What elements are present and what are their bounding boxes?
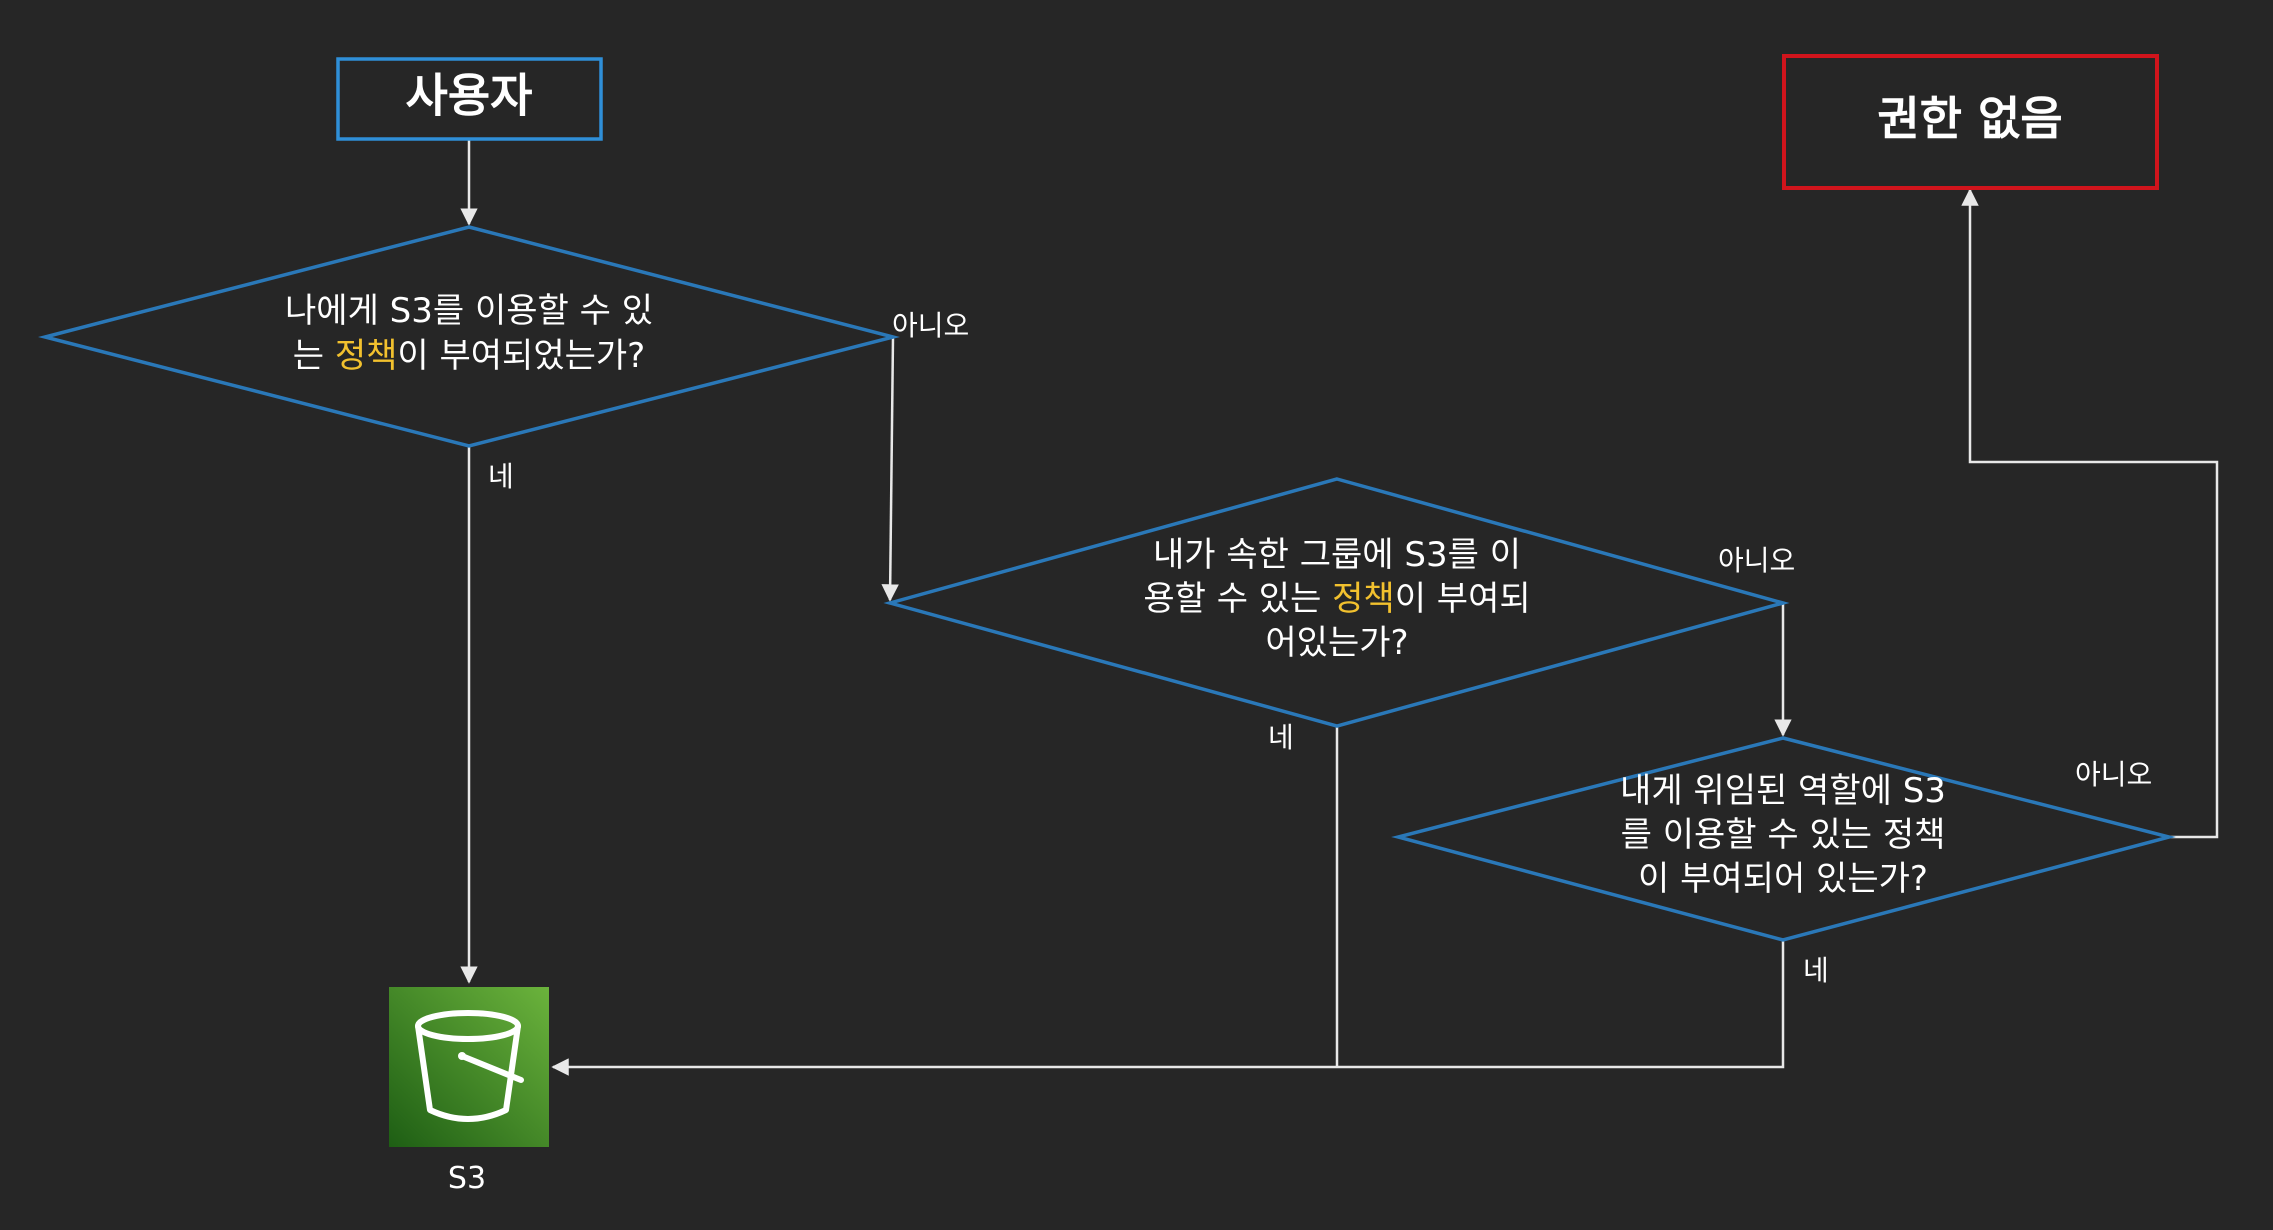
user-node: 사용자 xyxy=(336,57,603,141)
decision-1-line2-after: 이 부여되었는가? xyxy=(397,336,645,376)
edge-q3-yes-to-s3 xyxy=(551,940,1785,1076)
decision-1-line2: 는 정책이 부여되었는가? xyxy=(293,336,645,376)
user-label: 사용자 xyxy=(406,69,533,123)
decision-1-line1: 나에게 S3를 이용할 수 있 xyxy=(285,291,653,331)
decision-2-line2-after: 이 부여되 xyxy=(1395,579,1531,619)
edge-label-q1-yes: 네 xyxy=(488,460,514,493)
edge-label-q3-no: 아니오 xyxy=(2075,758,2152,791)
s3-label: S3 xyxy=(448,1161,486,1196)
decision-3: 내게 위임된 역할에 S3 를 이용할 수 있는 정책 이 부여되어 있는가? xyxy=(1391,736,2176,942)
decision-1: 나에게 S3를 이용할 수 있 는 정책이 부여되었는가? xyxy=(38,225,900,448)
decision-2-line2-before: 용할 수 있는 xyxy=(1143,579,1332,619)
edge-label-q2-yes: 네 xyxy=(1268,721,1294,754)
decision-2: 내가 속한 그룹에 S3를 이 용할 수 있는 정책이 부여되 어있는가? xyxy=(883,477,1790,728)
denied-node: 권한 없음 xyxy=(1782,54,2159,190)
decision-3-line2: 를 이용할 수 있는 정책 xyxy=(1621,815,1946,855)
decision-1-highlight: 정책 xyxy=(335,336,398,376)
edge-label-q2-no: 아니오 xyxy=(1718,544,1795,577)
decision-3-line3: 이 부여되어 있는가? xyxy=(1638,859,1928,899)
s3-node: S3 xyxy=(389,987,549,1196)
decision-1-line2-before: 는 xyxy=(293,336,335,376)
decision-2-highlight: 정책 xyxy=(1332,579,1395,619)
edge-q3-no-to-denied xyxy=(1961,188,2219,839)
decision-3-line1: 내게 위임된 역할에 S3 xyxy=(1620,771,1946,811)
decision-2-line3: 어있는가? xyxy=(1265,623,1408,663)
edge-q1-no-to-q2 xyxy=(881,336,899,602)
decision-2-line2: 용할 수 있는 정책이 부여되 xyxy=(1143,579,1530,619)
denied-label: 권한 없음 xyxy=(1877,92,2062,146)
s3-bucket-icon xyxy=(415,1010,524,1122)
decision-2-line1: 내가 속한 그룹에 S3를 이 xyxy=(1153,535,1521,575)
edge-label-q1-no: 아니오 xyxy=(892,309,969,342)
edge-label-q3-yes: 네 xyxy=(1803,954,1829,987)
